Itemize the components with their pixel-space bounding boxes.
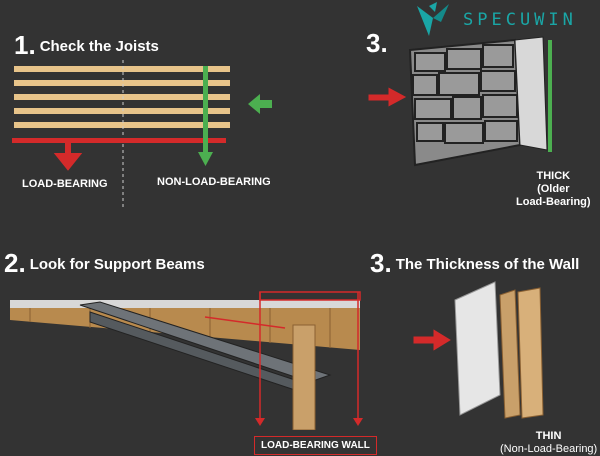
joist-boards: [14, 66, 230, 128]
joists-heading: 1.Check the Joists: [14, 30, 159, 60]
green-left-arrow-icon: [248, 94, 272, 114]
support-beam-diagram: [10, 291, 363, 430]
load-bearing-wall-bar: [12, 138, 226, 143]
red-down-arrow-icon: [353, 418, 363, 426]
steel-i-beam: [79, 301, 332, 383]
thickness-heading: 3.The Thickness of the Wall: [370, 248, 580, 278]
bird-logo-icon: [417, 2, 449, 36]
brand-name: SPECUWIN: [463, 10, 577, 30]
non-load-bearing-wall-bar: [203, 66, 208, 154]
red-right-arrow-icon: [413, 329, 451, 351]
thick-label: THICK (Older Load-Bearing): [516, 170, 591, 208]
red-down-arrow-icon: [255, 418, 265, 426]
support-post: [292, 324, 316, 430]
beams-heading: 2.Look for Support Beams: [4, 248, 205, 278]
green-down-arrow-icon: [198, 152, 213, 166]
thick-stone-wall-diagram: [368, 36, 552, 167]
red-right-arrow-icon: [368, 87, 407, 107]
load-bearing-label: LOAD-BEARING: [22, 178, 108, 190]
red-down-arrow-icon: [53, 143, 83, 171]
load-bearing-wall-callout: LOAD-BEARING WALL: [254, 436, 377, 455]
thin-stud-wall-diagram: [413, 281, 544, 419]
joists-diagram: [12, 60, 272, 210]
thick-heading: 3.: [366, 28, 388, 58]
brand-logo: SPECUWIN: [415, 2, 577, 38]
thin-label: THIN (Non-Load-Bearing): [500, 430, 598, 455]
non-load-bearing-label: NON-LOAD-BEARING: [157, 176, 271, 188]
